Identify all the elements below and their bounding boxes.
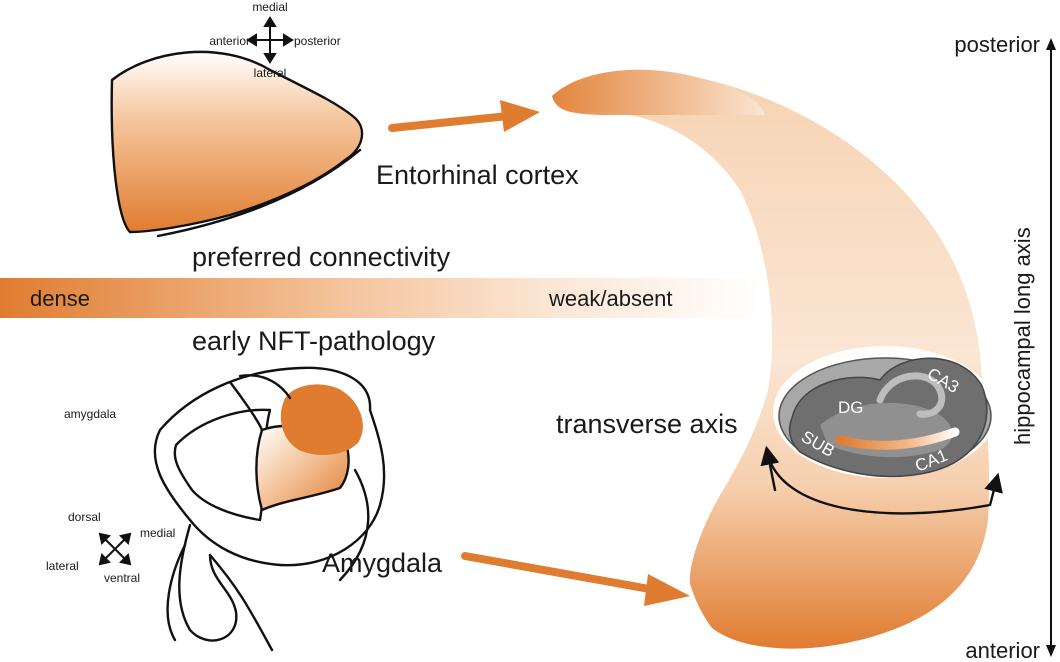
entorhinal-arrow bbox=[388, 100, 540, 132]
amygdala-shape bbox=[153, 366, 386, 652]
dg-label: DG bbox=[838, 398, 864, 417]
entorhinal-cortex-label: Entorhinal cortex bbox=[376, 160, 579, 190]
orientation-bottom-lateral: lateral bbox=[46, 559, 79, 573]
connectivity-gradient-band bbox=[0, 278, 760, 318]
amygdala-arrow bbox=[461, 552, 690, 606]
orientation-top-medial: medial bbox=[252, 0, 287, 14]
amygdala-label: Amygdala bbox=[322, 548, 443, 578]
dense-label: dense bbox=[30, 286, 90, 311]
orientation-compass-bottom bbox=[98, 532, 132, 566]
transverse-axis-label: transverse axis bbox=[556, 409, 738, 439]
orientation-compass-top bbox=[246, 16, 294, 64]
hippocampal-long-axis-label: hippocampal long axis bbox=[1010, 227, 1035, 445]
long-axis-arrow bbox=[1046, 38, 1056, 657]
transverse-axis-arrowhead-left bbox=[760, 445, 780, 492]
hippocampus-shape bbox=[552, 69, 990, 649]
preferred-connectivity-label: preferred connectivity bbox=[192, 242, 451, 272]
posterior-label: posterior bbox=[954, 32, 1040, 57]
orientation-bottom-ventral: ventral bbox=[104, 571, 140, 585]
weak-absent-label: weak/absent bbox=[548, 286, 673, 311]
anterior-label: anterior bbox=[965, 638, 1040, 662]
hippocampus-cross-section bbox=[773, 346, 997, 478]
orientation-bottom-dorsal: dorsal bbox=[68, 510, 101, 524]
amygdala-small-label: amygdala bbox=[64, 407, 116, 421]
orientation-top-anterior: anterior bbox=[209, 34, 250, 48]
orientation-top-lateral: lateral bbox=[254, 66, 287, 80]
orientation-bottom-medial: medial bbox=[140, 526, 175, 540]
early-nft-pathology-label: early NFT-pathology bbox=[192, 326, 436, 356]
transverse-axis-arrow bbox=[765, 450, 1003, 515]
orientation-top-posterior: posterior bbox=[294, 34, 341, 48]
entorhinal-cortex-shape bbox=[110, 50, 364, 238]
